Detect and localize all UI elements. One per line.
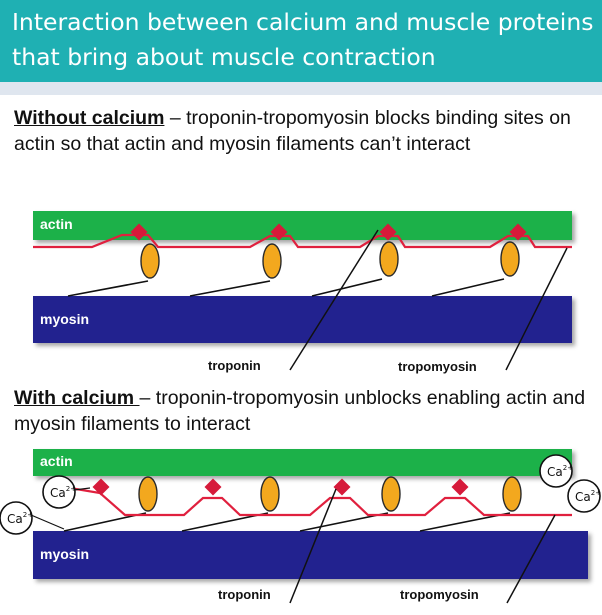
caption-with-calcium: With calcium – troponin-tropomyosin unbl… [14,385,594,437]
myosin-neck [189,280,271,297]
myosin-label-1: myosin [40,311,89,327]
myosin-head [138,476,158,512]
calcium-ion-2: Ca2+ [0,501,65,535]
content-panel: Without calcium – troponin-tropomyosin b… [0,95,602,615]
troponin [333,478,351,496]
troponin [451,478,469,496]
myosin-head [140,243,160,279]
actin-label-2: actin [40,453,73,469]
myosin-neck [67,280,149,297]
troponin [204,478,222,496]
myosin-head [260,476,280,512]
troponin-pointer-2 [289,488,337,604]
troponin-label-2: troponin [218,587,271,602]
heading-without-calcium: Without calcium [14,107,165,129]
tropomyosin-strand-2 [69,486,572,517]
troponin-pointer-1 [289,229,379,371]
tropomyosin-pointer-1 [505,247,568,371]
troponin [379,223,397,241]
troponin [509,223,527,241]
myosin-head [262,243,282,279]
myosin-head [379,241,399,277]
svg-text:Ca2+: Ca2+ [50,485,76,500]
myosin-filament-2 [33,531,588,579]
myosin-filament-1 [33,296,572,343]
troponin [130,223,148,241]
actin-filament-2 [33,449,572,476]
myosin-head [502,476,522,512]
diagram-without-calcium: actin myosin [33,211,572,374]
myosin-neck [431,278,505,297]
header-divider [0,82,602,95]
heading-with-calcium: With calcium [14,387,140,409]
calcium-ion-1: Ca2+ [42,475,91,509]
myosin-head [500,241,520,277]
myosin-label-2: myosin [40,546,89,562]
myosin-neck [311,278,383,297]
svg-text:Ca2+: Ca2+ [575,489,601,504]
calcium-ion-3: Ca2+ [539,454,573,488]
muscle-diagram: actin myosin [0,211,601,604]
svg-text:Ca2+: Ca2+ [547,464,573,479]
title-bar: Interaction between calcium and muscle p… [0,0,602,82]
caption-without-calcium: Without calcium – troponin-tropomyosin b… [14,105,594,157]
tropomyosin-label-1: tropomyosin [398,359,477,374]
myosin-head [381,476,401,512]
calcium-ion-4: Ca2+ [567,479,601,513]
tropomyosin-pointer-2 [506,514,556,604]
tropomyosin-label-2: tropomyosin [400,587,479,602]
text-with-calcium: – troponin-tropomyosin unblocks enabling… [14,387,586,435]
diagram-with-calcium: actin myosin [0,449,601,604]
troponin-label-1: troponin [208,358,261,373]
troponin [92,478,110,496]
actin-label-1: actin [40,216,73,232]
actin-filament-1 [33,211,572,240]
page-title: Interaction between calcium and muscle p… [12,8,594,71]
troponin [270,223,288,241]
svg-text:Ca2+: Ca2+ [7,511,33,526]
text-without-calcium: – troponin-tropomyosin blocks binding si… [14,107,571,155]
